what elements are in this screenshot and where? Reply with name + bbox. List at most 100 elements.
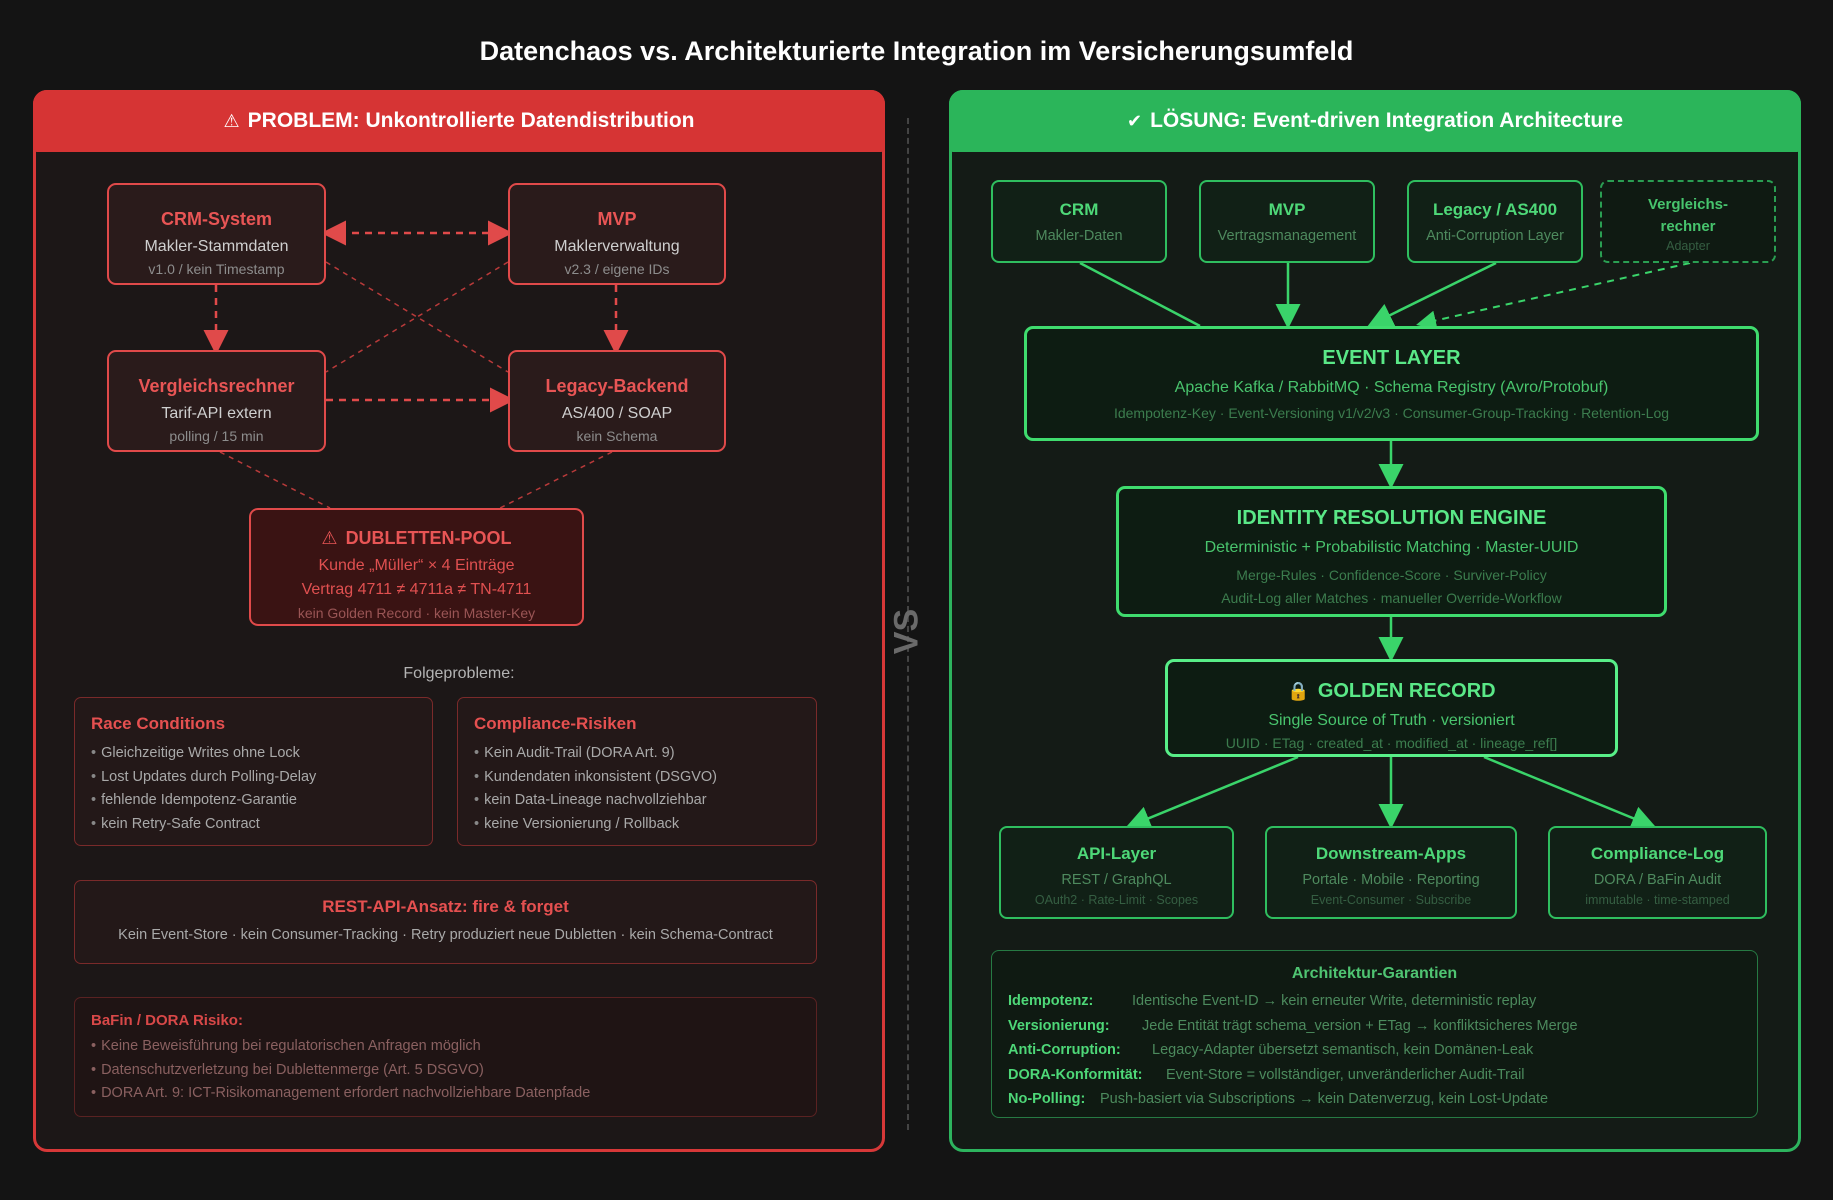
api-layer-title: API-Layer xyxy=(1076,844,1157,863)
source-vergleichsrechner-box: Vergleichs- rechner Adapter xyxy=(1600,180,1776,263)
mvp-meta: v2.3 / eigene IDs xyxy=(564,261,670,277)
dubletten-pool-line1: Kunde „Müller“ × 4 Einträge xyxy=(318,557,515,574)
event-layer-box: EVENT LAYER Apache Kafka / RabbitMQ · Sc… xyxy=(1024,326,1759,441)
source-vergleichsrechner-title: Vergleichs- rechner xyxy=(1647,196,1729,235)
legacy-backend-meta: kein Schema xyxy=(576,428,658,444)
problem-header: ⚠ PROBLEM: Unkontrollierte Datendistribu… xyxy=(33,90,885,152)
source-crm-title: CRM xyxy=(1059,200,1099,219)
source-vergleichsrechner-sub: Adapter xyxy=(1666,239,1710,253)
rest-api-sub: Kein Event-Store · kein Consumer-Trackin… xyxy=(118,927,773,943)
guarantee-value: Legacy-Adapter übersetzt semantisch, kei… xyxy=(1152,1042,1534,1058)
list-item: Datenschutzverletzung bei Dublettenmerge… xyxy=(91,1059,800,1083)
edge-legacy-event xyxy=(1367,261,1497,327)
golden-record-heading: 🔒 GOLDEN RECORD xyxy=(1168,680,1615,703)
edge-vergleich-pool xyxy=(219,451,331,509)
list-item: Lost Updates durch Polling-Delay xyxy=(91,766,416,790)
edge-crm-event xyxy=(1079,261,1201,328)
event-layer-meta: Idempotenz-Key · Event-Versioning v1/v2/… xyxy=(1113,405,1670,421)
source-legacy-box: Legacy / AS400 Anti-Corruption Layer xyxy=(1407,180,1583,263)
legacy-backend-box: Legacy-Backend AS/400 / SOAP kein Schema xyxy=(508,350,726,452)
compliance-risiken-title: Compliance-Risiken xyxy=(474,714,637,733)
source-legacy-sub: Anti-Corruption Layer xyxy=(1426,228,1564,244)
crm-system-title: CRM-System xyxy=(160,209,273,229)
bafin-dora-box: BaFin / DORA Risiko: Keine Beweisführung… xyxy=(74,997,817,1117)
guarantee-key: Anti-Corruption: xyxy=(1008,1042,1121,1058)
dubletten-pool-heading: ⚠ DUBLETTEN-POOL xyxy=(251,528,582,549)
source-mvp-title: MVP xyxy=(1268,200,1306,219)
list-item: keine Versionierung / Rollback xyxy=(474,813,800,837)
compliance-log-box: Compliance-Log DORA / BaFin Audit immuta… xyxy=(1548,826,1767,919)
identity-resolution-meta1: Merge-Rules · Confidence-Score · Survive… xyxy=(1236,567,1547,583)
golden-record-meta: UUID · ETag · created_at · modified_at ·… xyxy=(1225,735,1558,751)
guarantee-value: Jede Entität trägt schema_version + ETag… xyxy=(1142,1017,1578,1034)
crm-system-meta: v1.0 / kein Timestamp xyxy=(148,261,285,277)
edge-golden-api xyxy=(1125,755,1299,830)
bafin-dora-title: BaFin / DORA Risiko: xyxy=(91,1012,243,1029)
vergleichsrechner-box: Vergleichsrechner Tarif-API extern polli… xyxy=(107,350,326,452)
dubletten-pool-line2: Vertrag 4711 ≠ 4711a ≠ TN-4711 xyxy=(301,581,532,598)
mvp-title: MVP xyxy=(597,209,637,229)
solution-header: ✔ LÖSUNG: Event-driven Integration Archi… xyxy=(949,90,1801,152)
folgeprobleme-label: Folgeprobleme: xyxy=(403,665,515,682)
source-mvp-box: MVP Vertragsmanagement xyxy=(1199,180,1375,263)
crm-system-sub: Makler-Stammdaten xyxy=(144,238,289,255)
problem-header-label: PROBLEM: Unkontrollierte Datendistributi… xyxy=(247,109,695,132)
check-icon: ✔ xyxy=(1126,110,1143,132)
guarantee-value: Push-basiert via Subscriptions → kein Da… xyxy=(1100,1091,1549,1107)
downstream-apps-title: Downstream-Apps xyxy=(1315,844,1467,863)
dubletten-pool-box: ⚠ DUBLETTEN-POOL Kunde „Müller“ × 4 Eintr… xyxy=(249,508,584,626)
guarantee-value: Identische Event-ID → kein erneuter Writ… xyxy=(1132,993,1537,1009)
list-item: DORA Art. 9: ICT-Risikomanagement erford… xyxy=(91,1082,800,1106)
identity-resolution-title: IDENTITY RESOLUTION ENGINE xyxy=(1236,507,1547,529)
compliance-log-title: Compliance-Log xyxy=(1590,844,1725,863)
warning-icon: ⚠ xyxy=(223,110,240,132)
identity-resolution-meta2: Audit-Log aller Matches · manueller Over… xyxy=(1221,590,1562,606)
guarantee-row: Anti-Corruption: Legacy-Adapter übersetzt… xyxy=(1008,1038,1741,1063)
source-crm-sub: Makler-Daten xyxy=(1035,228,1123,244)
lock-icon: 🔒 xyxy=(1287,681,1310,702)
guarantee-row: Idempotenz: Identische Event-ID → kein er… xyxy=(1008,989,1741,1014)
identity-resolution-sub: Deterministic + Probabilistic Matching ·… xyxy=(1204,539,1579,556)
downstream-apps-sub: Portale · Mobile · Reporting xyxy=(1302,872,1480,888)
list-item: Gleichzeitige Writes ohne Lock xyxy=(91,742,416,766)
source-legacy-title: Legacy / AS400 xyxy=(1432,200,1558,219)
list-item: Kein Audit-Trail (DORA Art. 9) xyxy=(474,742,800,766)
list-item: fehlende Idempotenz-Garantie xyxy=(91,789,416,813)
compliance-risiken-box: Compliance-Risiken Kein Audit-Trail (DOR… xyxy=(457,697,817,846)
race-conditions-box: Race Conditions Gleichzeitige Writes ohn… xyxy=(74,697,433,846)
warning-icon: ⚠ xyxy=(321,528,338,549)
mvp-sub: Maklerverwaltung xyxy=(554,238,680,255)
downstream-apps-meta: Event-Consumer · Subscribe xyxy=(1310,893,1472,907)
guarantee-value: Event-Store = vollständiger, unveränderl… xyxy=(1166,1066,1525,1083)
downstream-apps-box: Downstream-Apps Portale · Mobile · Repor… xyxy=(1265,826,1517,919)
guarantee-row: DORA-Konformität: Event-Store = vollständ… xyxy=(1008,1063,1741,1088)
list-item: kein Data-Lineage nachvollziehbar xyxy=(474,789,800,813)
golden-record-title: GOLDEN RECORD xyxy=(1317,680,1496,702)
guarantee-row: No-Polling: Push-basiert via Subscription… xyxy=(1008,1087,1741,1112)
vergleichsrechner-sub: Tarif-API extern xyxy=(161,405,272,422)
api-layer-sub: REST / GraphQL xyxy=(1061,872,1172,888)
race-conditions-title: Race Conditions xyxy=(91,714,226,733)
source-crm-box: CRM Makler-Daten xyxy=(991,180,1167,263)
guarantee-key: No-Polling: xyxy=(1008,1091,1086,1107)
list-item: Kundendaten inkonsistent (DSGVO) xyxy=(474,766,800,790)
solution-header-label: LÖSUNG: Event-driven Integration Archite… xyxy=(1150,109,1624,132)
vergleichsrechner-title: Vergleichsrechner xyxy=(138,376,295,396)
guarantee-row: Versionierung: Jede Entität trägt schema_… xyxy=(1008,1014,1741,1039)
edge-golden-compliance xyxy=(1483,755,1657,830)
edge-legacy-pool xyxy=(499,451,613,509)
rest-api-box: REST-API-Ansatz: fire & forget Kein Even… xyxy=(74,880,817,964)
legacy-backend-title: Legacy-Backend xyxy=(545,376,689,396)
guarantee-key: DORA-Konformität: xyxy=(1008,1066,1143,1083)
dubletten-pool-title: DUBLETTEN-POOL xyxy=(345,528,512,548)
vergleichsrechner-meta: polling / 15 min xyxy=(169,428,264,444)
source-mvp-sub: Vertragsmanagement xyxy=(1217,228,1357,244)
event-layer-title: EVENT LAYER xyxy=(1322,347,1461,369)
list-item: Keine Beweisführung bei regulatorischen … xyxy=(91,1035,800,1059)
guarantee-key: Versionierung: xyxy=(1008,1017,1110,1034)
golden-record-sub: Single Source of Truth · versioniert xyxy=(1268,712,1515,729)
list-item: kein Retry-Safe Contract xyxy=(91,813,416,837)
edge-vergleich-event xyxy=(1416,262,1691,331)
guarantee-key: Idempotenz: xyxy=(1008,993,1094,1009)
